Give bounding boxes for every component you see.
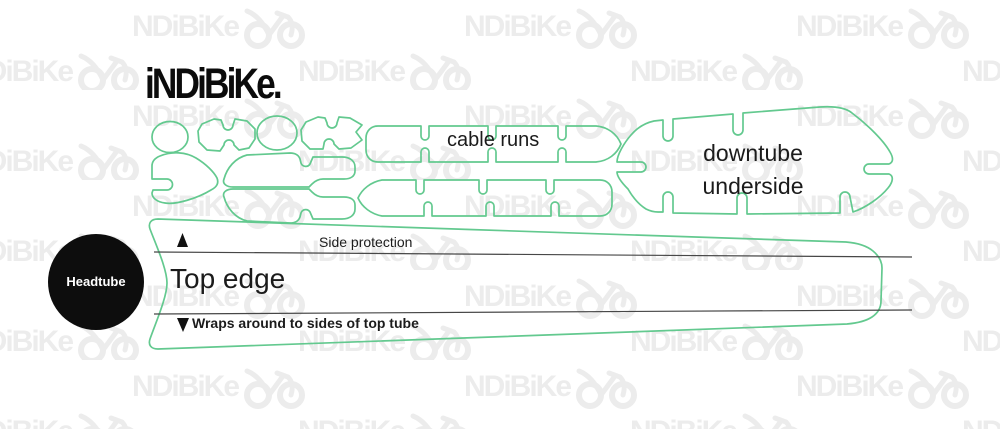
oval-patch-outline — [151, 120, 189, 154]
top-edge-label: Top edge — [170, 263, 286, 294]
wraps-around-label: Wraps around to sides of top tube — [192, 315, 419, 331]
cable-runs-label: cable runs — [447, 129, 540, 151]
downtube-underside-label-line2: underside — [702, 173, 804, 199]
cable-run-strip-outline — [357, 179, 613, 217]
oval-patch-outline — [256, 115, 298, 151]
stay-blade-outline — [222, 152, 356, 188]
down-triangle-icon — [177, 318, 189, 332]
fork-crown-patch-outline — [151, 152, 219, 205]
fold-guide-line — [153, 309, 913, 315]
downtube-underside-outline — [616, 105, 894, 215]
bone-patch-outline — [197, 118, 256, 152]
brand-logo: iNDiBiKe. — [145, 60, 283, 108]
downtube-underside-label: downtube underside — [659, 137, 847, 203]
side-protection-label: Side protection — [319, 234, 413, 250]
up-triangle-icon — [177, 233, 188, 247]
headtube-circle — [48, 234, 144, 330]
stay-blade-outline — [222, 188, 356, 224]
cable-run-strip-outline — [365, 125, 622, 163]
top-tube-wrap-outline — [148, 218, 883, 350]
downtube-underside-label-line1: downtube — [703, 140, 803, 166]
fold-guide-line — [153, 251, 913, 258]
headtube-label: Headtube — [66, 274, 126, 289]
bone-patch-pointed-outline — [300, 116, 363, 150]
